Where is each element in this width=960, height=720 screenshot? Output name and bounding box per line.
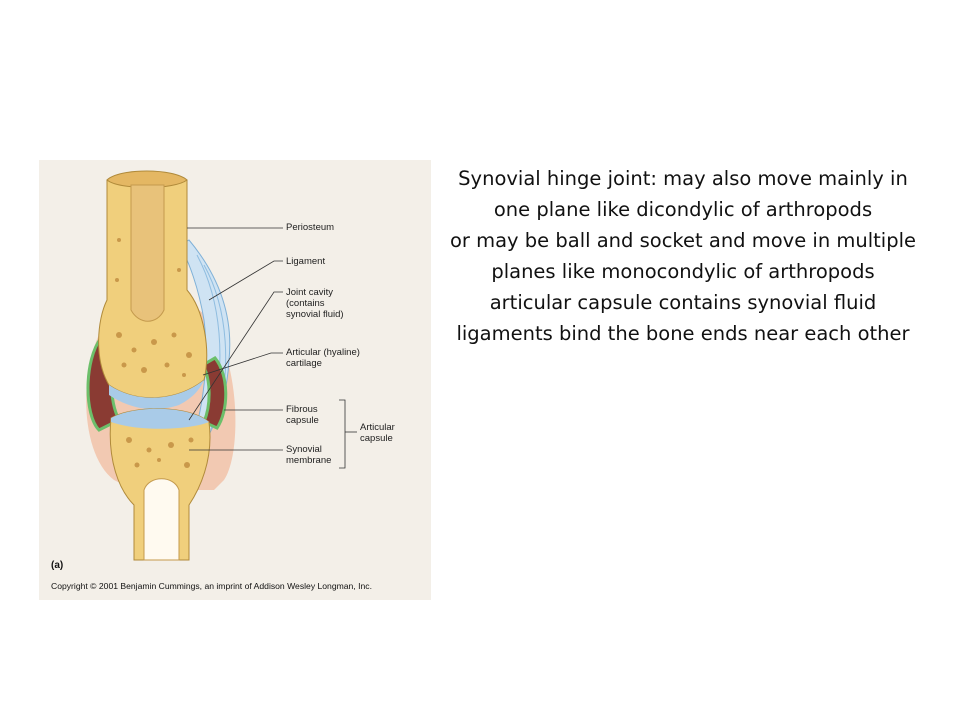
marrow-cavity xyxy=(130,184,165,322)
label-synovial-membrane: Synovial membrane xyxy=(286,444,332,466)
label-joint-cavity: Joint cavity (contains synovial fluid) xyxy=(286,287,344,320)
text-line: or may be ball and socket and move in mu… xyxy=(449,229,917,283)
text-line: articular capsule contains synovial flui… xyxy=(489,291,877,314)
label-articular-capsule: Articular capsule xyxy=(360,422,395,444)
joint-illustration xyxy=(86,170,357,561)
label-periosteum: Periosteum xyxy=(286,222,335,233)
synovial-joint-figure: Periosteum Ligament Joint cavity (contai… xyxy=(39,160,431,600)
figure-letter: (a) xyxy=(51,560,64,571)
label-articular-cartilage: Articular (hyaline) cartilage xyxy=(286,347,360,369)
text-line: Synovial hinge joint: may also move main… xyxy=(458,167,908,221)
label-fibrous-capsule: Fibrous capsule xyxy=(286,404,319,426)
articular-cartilage-upper xyxy=(109,380,204,410)
slide-text: Synovial hinge joint: may also move main… xyxy=(448,163,918,349)
figure-copyright: Copyright © 2001 Benjamin Cummings, an i… xyxy=(51,581,372,591)
text-line: ligaments bind the bone ends near each o… xyxy=(456,322,910,345)
label-ligament: Ligament xyxy=(286,256,326,267)
